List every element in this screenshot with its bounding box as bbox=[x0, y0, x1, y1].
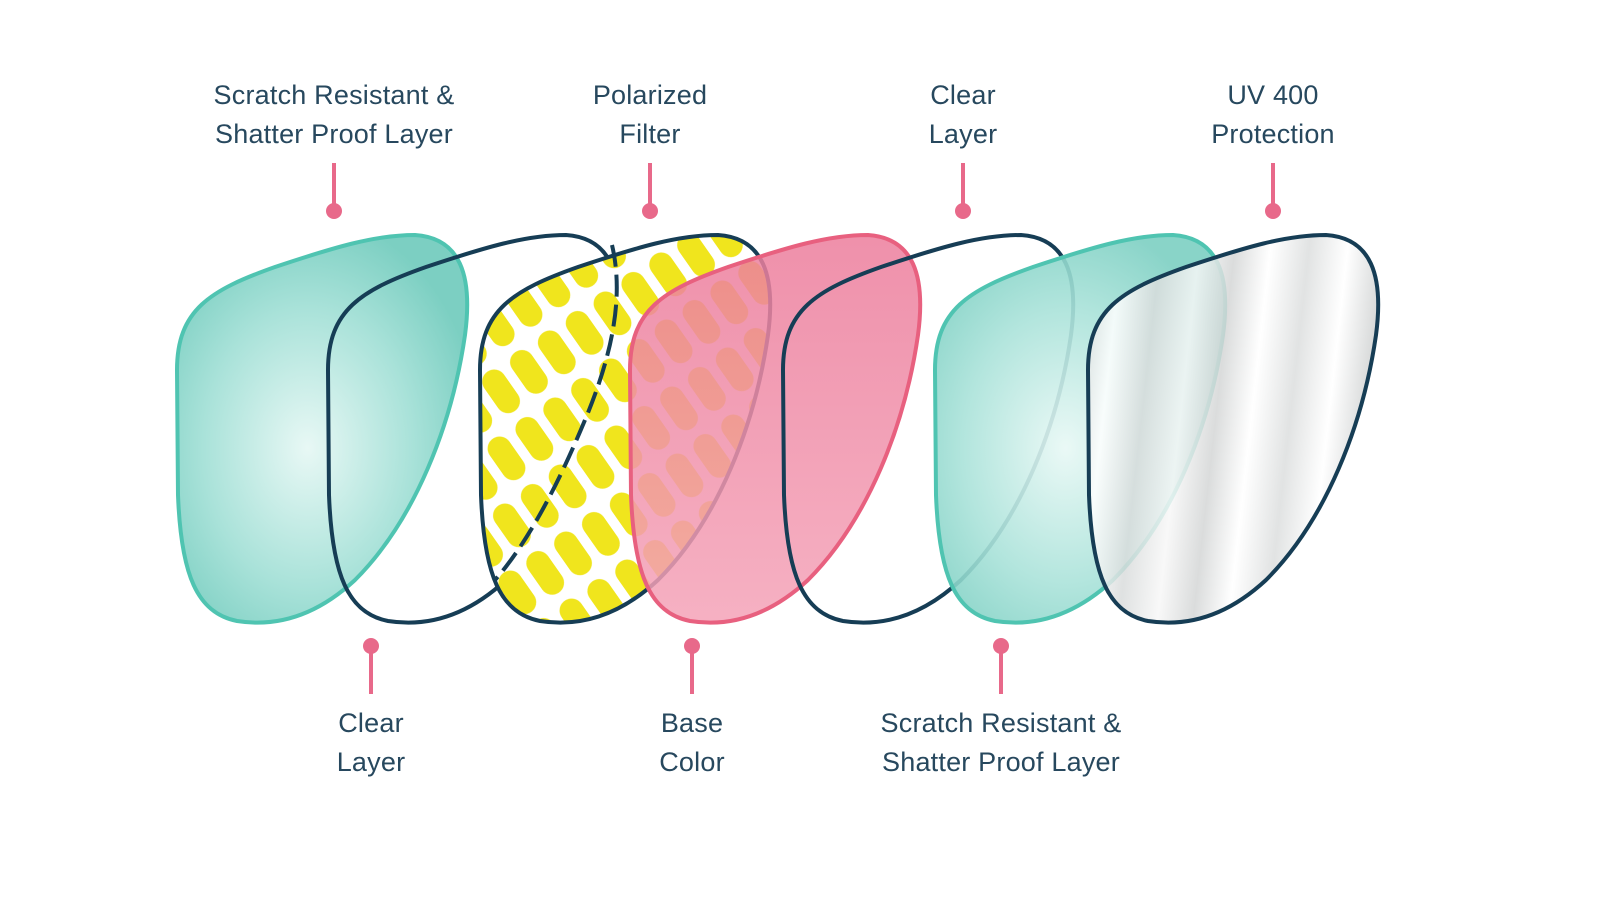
pointer-uv400 bbox=[1265, 163, 1281, 219]
label-scratch-resistant-bottom: Scratch Resistant & Shatter Proof Layer bbox=[841, 704, 1161, 782]
top-pointers bbox=[326, 163, 1281, 219]
label-line: Color bbox=[659, 747, 725, 777]
lens-scratch-resistant-front bbox=[175, 233, 470, 625]
label-line: Layer bbox=[336, 747, 406, 777]
label-line: Polarized bbox=[592, 80, 708, 110]
label-base-color: Base Color bbox=[532, 704, 852, 782]
label-line: Base bbox=[660, 708, 724, 738]
pointer-base-color bbox=[684, 638, 700, 694]
label-clear-layer-top: Clear Layer bbox=[803, 76, 1123, 154]
label-line: UV 400 bbox=[1227, 80, 1319, 110]
label-scratch-resistant-top: Scratch Resistant & Shatter Proof Layer bbox=[174, 76, 494, 154]
label-line: Clear bbox=[338, 708, 404, 738]
label-polarized-filter: Polarized Filter bbox=[490, 76, 810, 154]
label-clear-layer-bottom: Clear Layer bbox=[211, 704, 531, 782]
label-line: Shatter Proof Layer bbox=[882, 747, 1120, 777]
label-line: Scratch Resistant & bbox=[213, 80, 455, 110]
label-line: Clear bbox=[930, 80, 996, 110]
label-line: Protection bbox=[1211, 119, 1335, 149]
pointer-scratch-resistant-top bbox=[326, 163, 342, 219]
bottom-pointers bbox=[363, 638, 1009, 694]
label-line: Shatter Proof Layer bbox=[215, 119, 453, 149]
label-line: Filter bbox=[619, 119, 681, 149]
pointer-clear-layer-top bbox=[955, 163, 971, 219]
label-uv400: UV 400 Protection bbox=[1113, 76, 1433, 154]
pointer-scratch-resistant-bottom bbox=[993, 638, 1009, 694]
lens-base-color bbox=[628, 233, 923, 625]
label-line: Layer bbox=[928, 119, 998, 149]
label-line: Scratch Resistant & bbox=[880, 708, 1122, 738]
pointer-clear-layer-bottom bbox=[363, 638, 379, 694]
pointer-polarized-filter bbox=[642, 163, 658, 219]
lens-uv400-protection bbox=[1086, 233, 1381, 625]
